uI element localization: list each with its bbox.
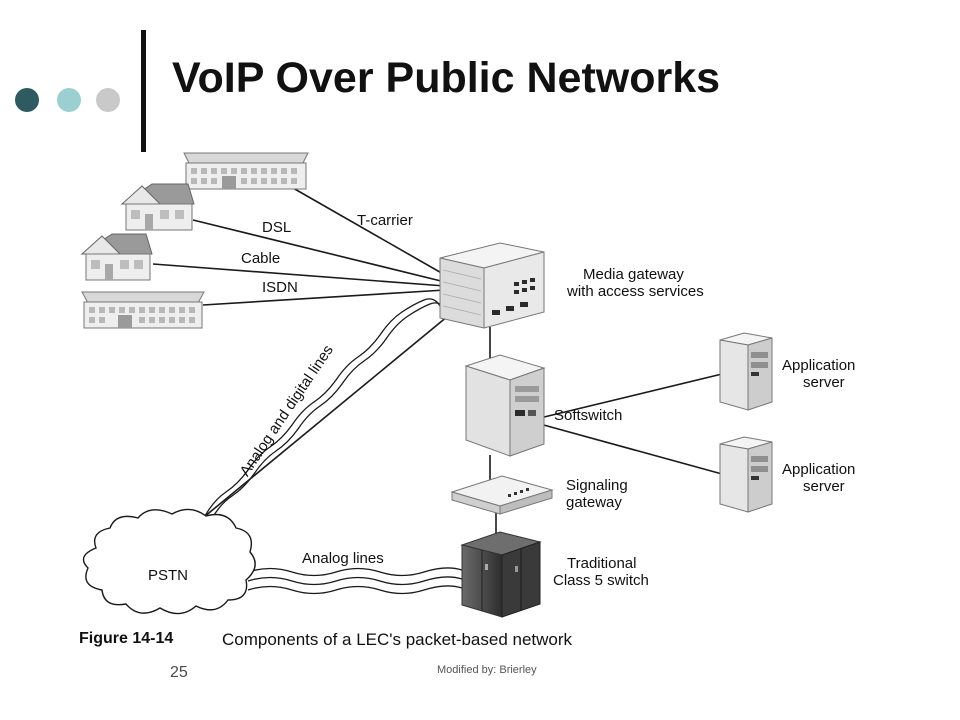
softswitch-server1-line — [539, 373, 723, 419]
office-building-top-icon — [183, 152, 309, 190]
label-pstn: PSTN — [148, 567, 189, 584]
label-app-server-2-line2: server — [803, 478, 845, 495]
label-signaling-gateway-line2: gateway — [566, 494, 622, 511]
bullet-dot-2 — [57, 88, 81, 112]
house-dsl-icon — [120, 183, 195, 231]
label-analog-lines: Analog lines — [302, 550, 384, 567]
label-media-gateway-line2: with access services — [567, 283, 704, 300]
house-cable-icon — [80, 233, 153, 281]
figure-number: Figure 14-14 — [79, 630, 174, 647]
bullet-dot-1 — [15, 88, 39, 112]
media-gateway-icon — [439, 242, 545, 329]
softswitch-icon — [464, 354, 546, 457]
application-server-2-icon — [719, 436, 773, 513]
label-softswitch: Softswitch — [554, 407, 623, 424]
dsl-line — [192, 219, 446, 283]
label-isdn: ISDN — [262, 279, 298, 296]
t-carrier-line — [292, 187, 446, 276]
office-building-bottom-icon — [81, 291, 205, 329]
label-class5-switch-line1: Traditional — [567, 555, 637, 572]
softswitch-server2-line — [539, 423, 723, 475]
cable-line — [152, 263, 446, 287]
analog-wavy-lines — [247, 567, 463, 595]
page-number: 25 — [170, 664, 188, 681]
bullet-dot-3 — [96, 88, 120, 112]
label-app-server-2-line1: Application — [782, 461, 856, 478]
signaling-gateway-icon — [450, 475, 554, 515]
network-diagram — [80, 152, 773, 618]
class5-switch-icon — [460, 531, 542, 618]
isdn-line — [202, 289, 446, 306]
footer-credit: Modified by: Brierley — [437, 664, 537, 676]
label-app-server-1-line1: Application — [782, 357, 856, 374]
label-dsl: DSL — [262, 219, 292, 236]
pstn-cloud-icon — [82, 508, 256, 615]
label-signaling-gateway-line1: Signaling — [566, 477, 628, 494]
label-media-gateway-line1: Media gateway — [583, 266, 684, 283]
slide-title: VoIP Over Public Networks — [172, 54, 721, 102]
label-class5-switch-line2: Class 5 switch — [553, 572, 649, 589]
application-server-1-icon — [719, 332, 773, 411]
pstn-gateway-line — [169, 315, 449, 546]
label-cable: Cable — [241, 250, 281, 267]
label-t-carrier: T-carrier — [357, 212, 413, 229]
analog-digital-wavy-lines — [181, 298, 447, 550]
figure-caption: Components of a LEC's packet-based netwo… — [222, 630, 573, 649]
label-app-server-1-line2: server — [803, 374, 845, 391]
connection-lines — [152, 187, 723, 546]
title-divider — [141, 30, 146, 152]
